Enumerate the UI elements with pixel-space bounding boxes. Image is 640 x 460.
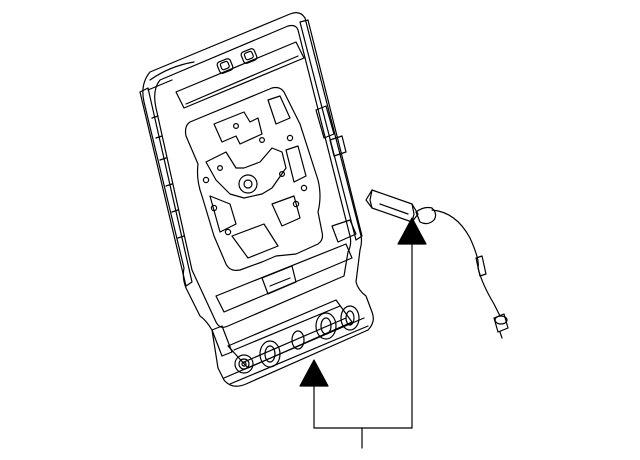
pivot-right [315, 312, 337, 340]
callout-arrow-cable [397, 217, 427, 245]
upper-cutout [213, 111, 263, 145]
callout-leader [313, 243, 413, 449]
top-cross-member [175, 41, 305, 109]
headrest-guide-right [240, 48, 258, 64]
bolt-holes [202, 122, 308, 236]
lumbar-plate [184, 86, 324, 271]
cable-end [493, 313, 509, 333]
center-boss [238, 174, 258, 194]
release-handle [365, 189, 419, 223]
recliner-handle-cable [365, 189, 509, 339]
recliner-bar [227, 299, 353, 369]
seat-back-frame [139, 12, 374, 387]
headrest-guide-left [216, 58, 234, 74]
lower-cutout [231, 223, 279, 259]
frame-outline [142, 12, 374, 387]
release-cable [431, 209, 479, 269]
leader-frame [313, 385, 413, 429]
left-side-rail [139, 87, 193, 287]
callout-arrow-frame [299, 359, 329, 387]
lower-cross-member [215, 243, 353, 313]
frame-inner-outline [154, 24, 352, 328]
right-side-rail [299, 19, 363, 241]
